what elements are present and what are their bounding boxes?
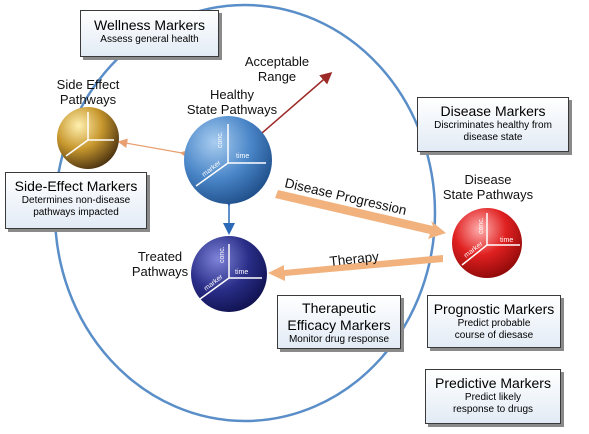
- side-effect-sphere: [57, 107, 119, 169]
- disease-progression-arrow: [275, 190, 446, 239]
- box-title: Efficacy Markers: [287, 317, 391, 333]
- therapy-label: Therapy: [329, 249, 380, 269]
- box-subtitle: Predict probable: [457, 318, 531, 329]
- box-title: Prognostic Markers: [433, 301, 555, 317]
- therapeutic-efficacy-markers-box: Therapeutic Efficacy Markers Monitor dru…: [277, 295, 401, 349]
- box-title: Disease Markers: [440, 103, 546, 119]
- box-subtitle: Predict likely: [464, 392, 522, 403]
- box-subtitle: disease state: [463, 132, 523, 143]
- disease-state-pathways-label: Disease State Pathways: [428, 172, 548, 202]
- healthy-state-pathways-label: Healthy State Pathways: [172, 87, 292, 117]
- box-subtitle: course of diesase: [454, 330, 534, 341]
- label-line: State Pathways: [442, 187, 534, 202]
- axis-label-conc: conc.: [219, 246, 226, 263]
- box-title: Therapeutic: [302, 300, 376, 316]
- axis-label-time: time: [500, 237, 513, 244]
- axis-label-time: time: [235, 269, 248, 276]
- side-effect-markers-box: Side-Effect Markers Determines non-disea…: [5, 172, 147, 229]
- label-line: State Pathways: [186, 102, 278, 117]
- acceptable-range-label: Acceptable Range: [232, 54, 322, 84]
- side-effect-pathways-label: Side Effect Pathways: [38, 77, 138, 107]
- axis-label-conc: conc.: [217, 131, 224, 148]
- label-line: Acceptable: [244, 54, 310, 69]
- axis-label-conc: conc.: [478, 217, 485, 234]
- label-line: Pathways: [59, 92, 117, 107]
- disease-state-sphere: time conc. marker: [452, 208, 522, 278]
- box-subtitle: Monitor drug response: [288, 334, 390, 345]
- disease-markers-box: Disease Markers Discriminates healthy fr…: [417, 97, 569, 152]
- box-title: Side-Effect Markers: [14, 178, 138, 194]
- box-title: Predictive Markers: [435, 375, 551, 391]
- therapy-arrow: [268, 255, 443, 281]
- wellness-markers-box: Wellness Markers Assess general health: [80, 10, 219, 57]
- box-subtitle: Discriminates healthy from: [434, 120, 552, 131]
- acceptable-range-arrow: [261, 72, 333, 134]
- box-subtitle: Assess general health: [100, 34, 199, 45]
- treated-sphere: time conc. marker: [191, 236, 267, 312]
- healthy-state-sphere: time conc. marker: [184, 116, 272, 204]
- prognostic-markers-box: Prognostic Markers Predict probable cour…: [427, 295, 561, 348]
- healthy-side-effect-link: [117, 138, 190, 159]
- box-subtitle: pathways impacted: [33, 207, 119, 218]
- label-line: Healthy: [209, 87, 255, 102]
- label-line: Treated: [137, 249, 183, 264]
- treated-pathways-label: Treated Pathways: [122, 249, 198, 279]
- box-title: Wellness Markers: [94, 17, 205, 33]
- axis-label-time: time: [236, 153, 249, 160]
- label-line: Disease: [464, 172, 512, 187]
- box-subtitle: response to drugs: [452, 404, 534, 415]
- label-line: Range: [257, 69, 297, 84]
- predictive-markers-box: Predictive Markers Predict likely respon…: [425, 369, 561, 424]
- label-line: Side Effect: [56, 77, 120, 92]
- label-line: Pathways: [131, 264, 189, 279]
- box-subtitle: Determines non-disease: [21, 195, 131, 206]
